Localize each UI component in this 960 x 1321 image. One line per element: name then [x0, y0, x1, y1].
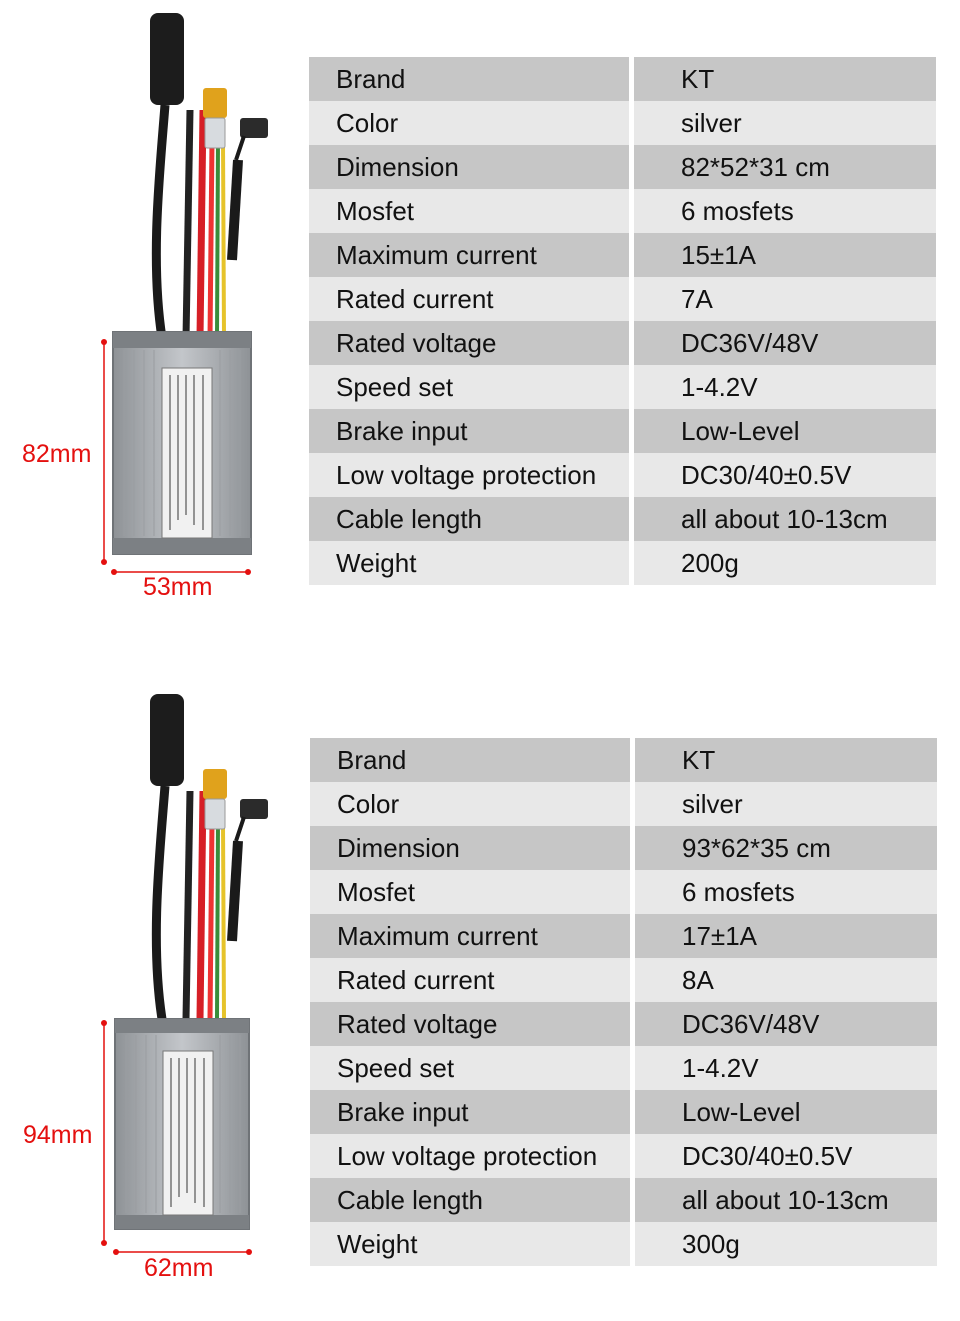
spec-value: 93*62*35 cm: [635, 826, 937, 870]
spec-label: Low voltage protection: [310, 1134, 630, 1178]
height-dimension-label: 94mm: [23, 1121, 93, 1149]
width-dimension-label: 53mm: [143, 573, 213, 601]
controller-image-icon: [101, 13, 268, 575]
spec-label: Weight: [310, 1222, 630, 1266]
spec-value: silver: [635, 782, 937, 826]
spec-value: KT: [634, 57, 936, 101]
spec-value: KT: [635, 738, 937, 782]
spec-value: 1-4.2V: [634, 365, 936, 409]
spec-value: 1-4.2V: [635, 1046, 937, 1090]
spec-label: Brand: [309, 57, 629, 101]
spec-label: Cable length: [310, 1178, 630, 1222]
spec-value: 7A: [634, 277, 936, 321]
spec-value: 82*52*31 cm: [634, 145, 936, 189]
spec-value: 15±1A: [634, 233, 936, 277]
spec-value: 300g: [635, 1222, 937, 1266]
spec-label: Dimension: [309, 145, 629, 189]
controller-image-icon: [101, 694, 268, 1255]
spec-label: Brand: [310, 738, 630, 782]
spec-label: Color: [310, 782, 630, 826]
spec-label: Rated voltage: [310, 1002, 630, 1046]
spec-value: DC36V/48V: [635, 1002, 937, 1046]
spec-value: 6 mosfets: [634, 189, 936, 233]
spec-value: 6 mosfets: [635, 870, 937, 914]
spec-value: all about 10-13cm: [634, 497, 936, 541]
spec-label: Low voltage protection: [309, 453, 629, 497]
spec-value: silver: [634, 101, 936, 145]
spec-label: Brake input: [309, 409, 629, 453]
spec-value: 8A: [635, 958, 937, 1002]
spec-label: Cable length: [309, 497, 629, 541]
spec-value: all about 10-13cm: [635, 1178, 937, 1222]
spec-label: Mosfet: [310, 870, 630, 914]
spec-value: DC30/40±0.5V: [634, 453, 936, 497]
spec-label: Speed set: [309, 365, 629, 409]
spec-label: Brake input: [310, 1090, 630, 1134]
spec-label: Dimension: [310, 826, 630, 870]
spec-value: DC36V/48V: [634, 321, 936, 365]
spec-label: Rated current: [310, 958, 630, 1002]
spec-value: Low-Level: [634, 409, 936, 453]
spec-value: 17±1A: [635, 914, 937, 958]
spec-label: Maximum current: [310, 914, 630, 958]
product-illustration: 82mm 53mm: [0, 0, 300, 620]
spec-label: Color: [309, 101, 629, 145]
spec-value: Low-Level: [635, 1090, 937, 1134]
spec-label: Rated voltage: [309, 321, 629, 365]
width-dimension-label: 62mm: [144, 1254, 214, 1282]
spec-label: Maximum current: [309, 233, 629, 277]
spec-value: 200g: [634, 541, 936, 585]
spec-label: Mosfet: [309, 189, 629, 233]
spec-value: DC30/40±0.5V: [635, 1134, 937, 1178]
spec-label: Speed set: [310, 1046, 630, 1090]
product-illustration: 94mm 62mm: [0, 681, 300, 1301]
spec-label: Weight: [309, 541, 629, 585]
spec-label: Rated current: [309, 277, 629, 321]
height-dimension-label: 82mm: [22, 440, 92, 468]
